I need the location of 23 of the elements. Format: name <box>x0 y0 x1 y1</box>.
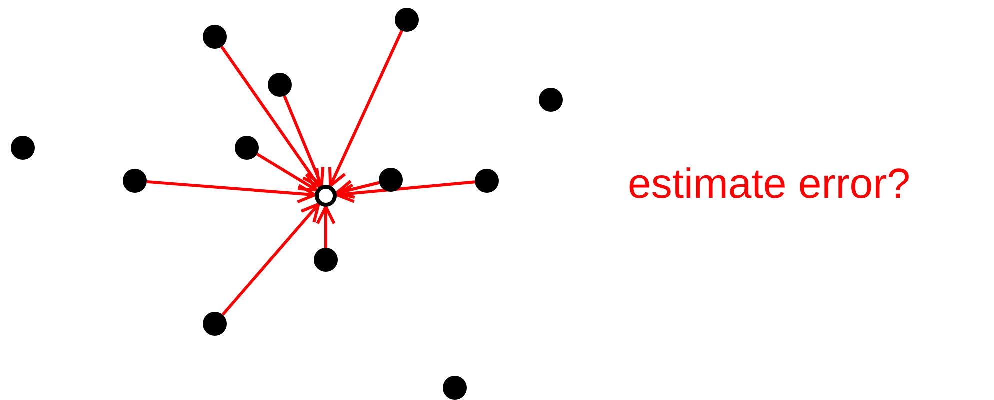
data-point <box>203 312 227 336</box>
data-point <box>314 248 338 272</box>
arrow <box>335 180 380 199</box>
arrow <box>222 202 320 316</box>
arrow <box>283 96 325 188</box>
arrow <box>335 180 476 204</box>
data-point <box>379 168 403 192</box>
arrow <box>328 30 404 188</box>
arrow <box>220 46 322 188</box>
arrow <box>256 152 318 192</box>
arrow <box>146 180 317 204</box>
hollow-point <box>315 185 337 207</box>
data-point <box>235 136 259 160</box>
data-point <box>475 169 499 193</box>
data-point <box>203 25 227 49</box>
data-point <box>123 169 147 193</box>
data-point <box>11 136 35 160</box>
data-point <box>268 73 292 97</box>
question-text: estimate error? <box>628 160 910 208</box>
data-point <box>443 376 467 400</box>
arrow <box>316 206 336 248</box>
data-point <box>539 88 563 112</box>
data-point <box>395 8 419 32</box>
